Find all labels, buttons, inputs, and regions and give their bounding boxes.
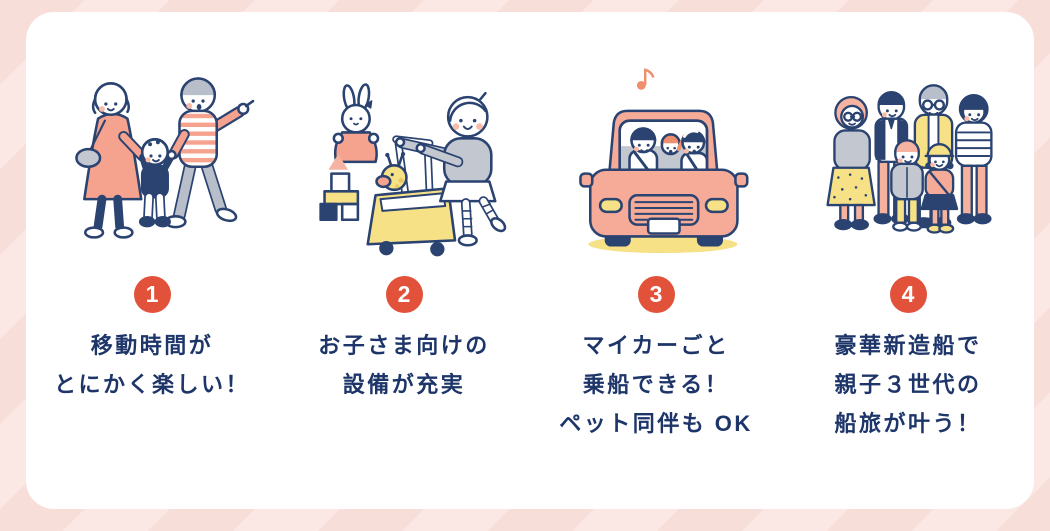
illustration-toddler-toy-cart [297,48,511,262]
feature-caption: お子さま向けの 設備が充実 [318,326,490,404]
caption-line: ペット同伴も OK [559,411,753,436]
caption-line: 乗船できる！ [582,372,730,397]
feature-number-badge: 4 [889,276,927,313]
feature-caption: 移動時間が とにかく楽しい！ [54,326,250,404]
caption-line: 豪華新造船で [834,333,982,358]
feature-caption: 豪華新造船で 親子３世代の 船旅が叶う！ [834,326,981,443]
feature-item-3: 3 マイカーごと 乗船できる！ ペット同伴も OK [530,48,782,509]
caption-line: 船旅が叶う！ [834,411,982,436]
feature-number: 2 [397,281,411,307]
feature-number: 1 [145,281,159,307]
illustration-family-in-car [549,48,763,262]
family-in-car-icon [579,68,749,254]
feature-number-badge: 3 [637,276,675,313]
feature-number: 3 [649,281,663,307]
toddler-toy-cart-icon [319,83,507,257]
caption-line: お子さま向けの [318,333,490,358]
feature-number: 4 [901,281,915,307]
features-card: 1 移動時間が とにかく楽しい！ [26,12,1034,509]
three-generation-family-icon [826,84,993,234]
feature-number-badge: 2 [385,276,423,313]
caption-line: とにかく楽しい！ [53,372,250,397]
feature-item-4: 4 豪華新造船で 親子３世代の 船旅が叶う！ [782,48,1034,509]
caption-line: 移動時間が [90,333,214,358]
caption-line: 設備が充実 [342,372,466,397]
feature-item-1: 1 移動時間が とにかく楽しい！ [26,48,278,509]
illustration-family-walking [45,48,259,262]
feature-caption: マイカーごと 乗船できる！ ペット同伴も OK [559,326,753,443]
caption-line: マイカーごと [582,333,730,358]
caption-line: 親子３世代の [834,372,982,397]
feature-number-badge: 1 [133,276,171,313]
illustration-three-generation-family [801,48,1015,262]
family-walking-icon [75,77,255,239]
feature-item-2: 2 お子さま向けの 設備が充実 [278,48,530,509]
